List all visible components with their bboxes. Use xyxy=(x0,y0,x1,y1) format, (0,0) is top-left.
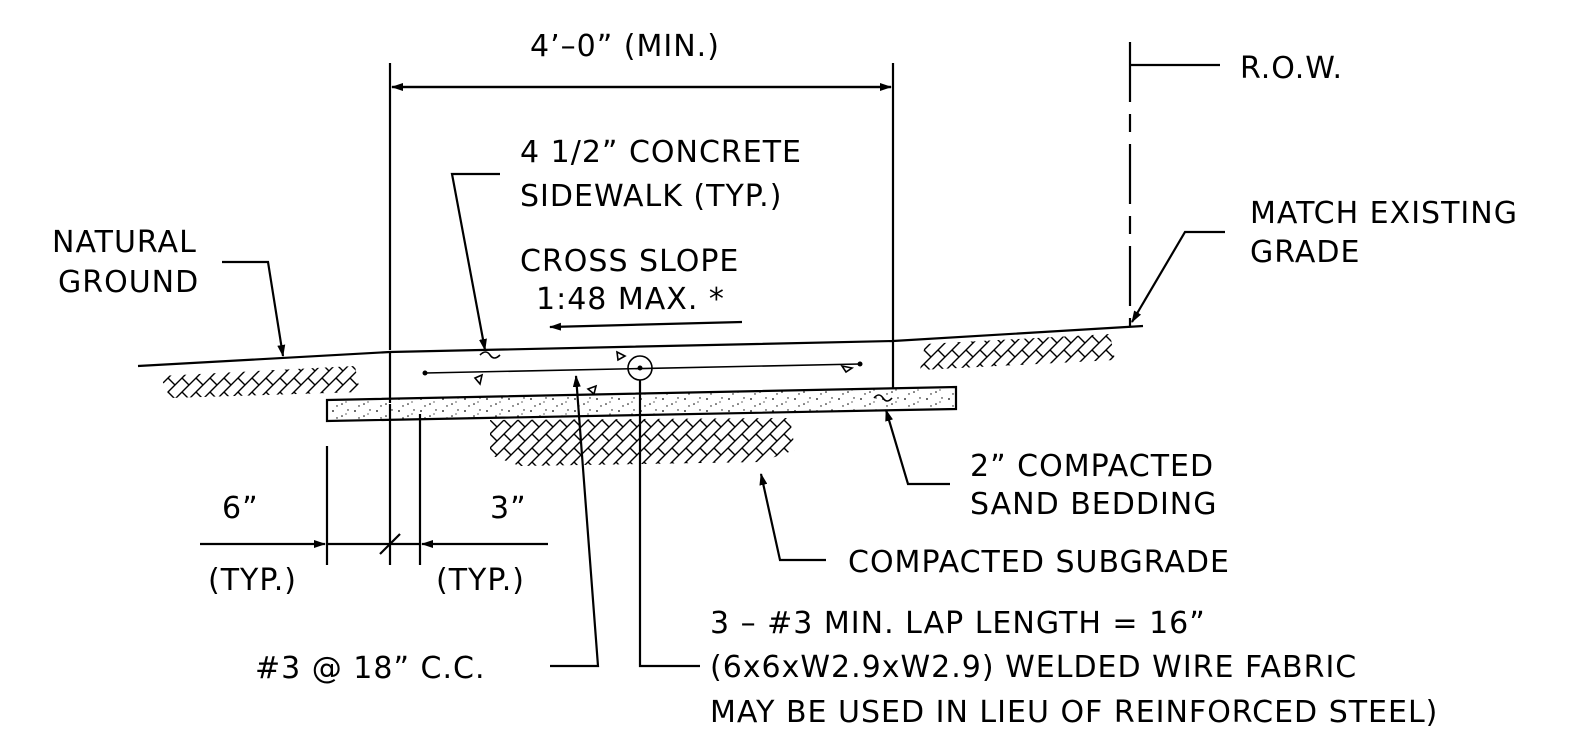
subgrade-leader xyxy=(759,473,826,562)
dim-3-typ-label: (TYP.) xyxy=(436,563,525,598)
concrete-aggregate-marks xyxy=(473,350,855,396)
cross-slope-label-line1: CROSS SLOPE xyxy=(520,244,739,279)
rebar-label: #3 @ 18” C.C. xyxy=(255,651,486,686)
natural-ground-line xyxy=(137,324,1144,368)
dim-3-label: 3” xyxy=(490,491,527,526)
sand-leader xyxy=(884,409,950,486)
cross-slope-arrow xyxy=(549,320,743,331)
concrete-label-line1: 4 1/2” CONCRETE xyxy=(520,135,802,170)
concrete-label-line2: SIDEWALK (TYP.) xyxy=(520,179,782,214)
rebar-section-dot xyxy=(637,365,643,371)
lap-leader xyxy=(638,380,700,668)
concrete-break-mark xyxy=(479,351,501,359)
row-label: R.O.W. xyxy=(1240,51,1343,86)
width-dimension-label: 4’–0” (MIN.) xyxy=(530,29,720,64)
match-grade-label-line2: GRADE xyxy=(1250,235,1360,270)
natural-ground-label-line1: NATURAL xyxy=(52,225,197,260)
lap-label-line2: (6x6xW2.9xW2.9) WELDED WIRE FABRIC xyxy=(710,650,1357,685)
soil-hatch-left xyxy=(160,366,360,398)
rebar-leader xyxy=(550,375,600,668)
dim-6-label: 6” xyxy=(222,491,259,526)
sand-bedding xyxy=(325,385,958,423)
natural-ground-label-line2: GROUND xyxy=(58,265,199,300)
dim-tick xyxy=(379,533,401,555)
natural-ground-leader xyxy=(222,260,286,357)
soil-hatch-subgrade xyxy=(490,418,795,466)
rebar-line xyxy=(424,363,861,374)
sand-break-mark xyxy=(873,394,893,402)
rebar-end-left xyxy=(422,370,428,376)
sidewalk-slab xyxy=(388,341,895,403)
rebar-end-right xyxy=(857,361,863,367)
lap-label-line1: 3 – #3 MIN. LAP LENGTH = 16” xyxy=(710,606,1206,641)
dim-6-typ-label: (TYP.) xyxy=(208,563,297,598)
match-grade-leader xyxy=(1131,230,1225,323)
subgrade-label: COMPACTED SUBGRADE xyxy=(848,545,1230,580)
sand-label-line1: 2” COMPACTED xyxy=(970,449,1214,484)
soil-hatch-right xyxy=(920,334,1115,370)
cross-slope-label-line2: 1:48 MAX. * xyxy=(536,282,725,317)
concrete-leader xyxy=(450,172,500,351)
lap-label-line3: MAY BE USED IN LIEU OF REINFORCED STEEL) xyxy=(710,695,1438,730)
match-grade-label-line1: MATCH EXISTING xyxy=(1250,196,1518,231)
sand-label-line2: SAND BEDDING xyxy=(970,487,1217,522)
